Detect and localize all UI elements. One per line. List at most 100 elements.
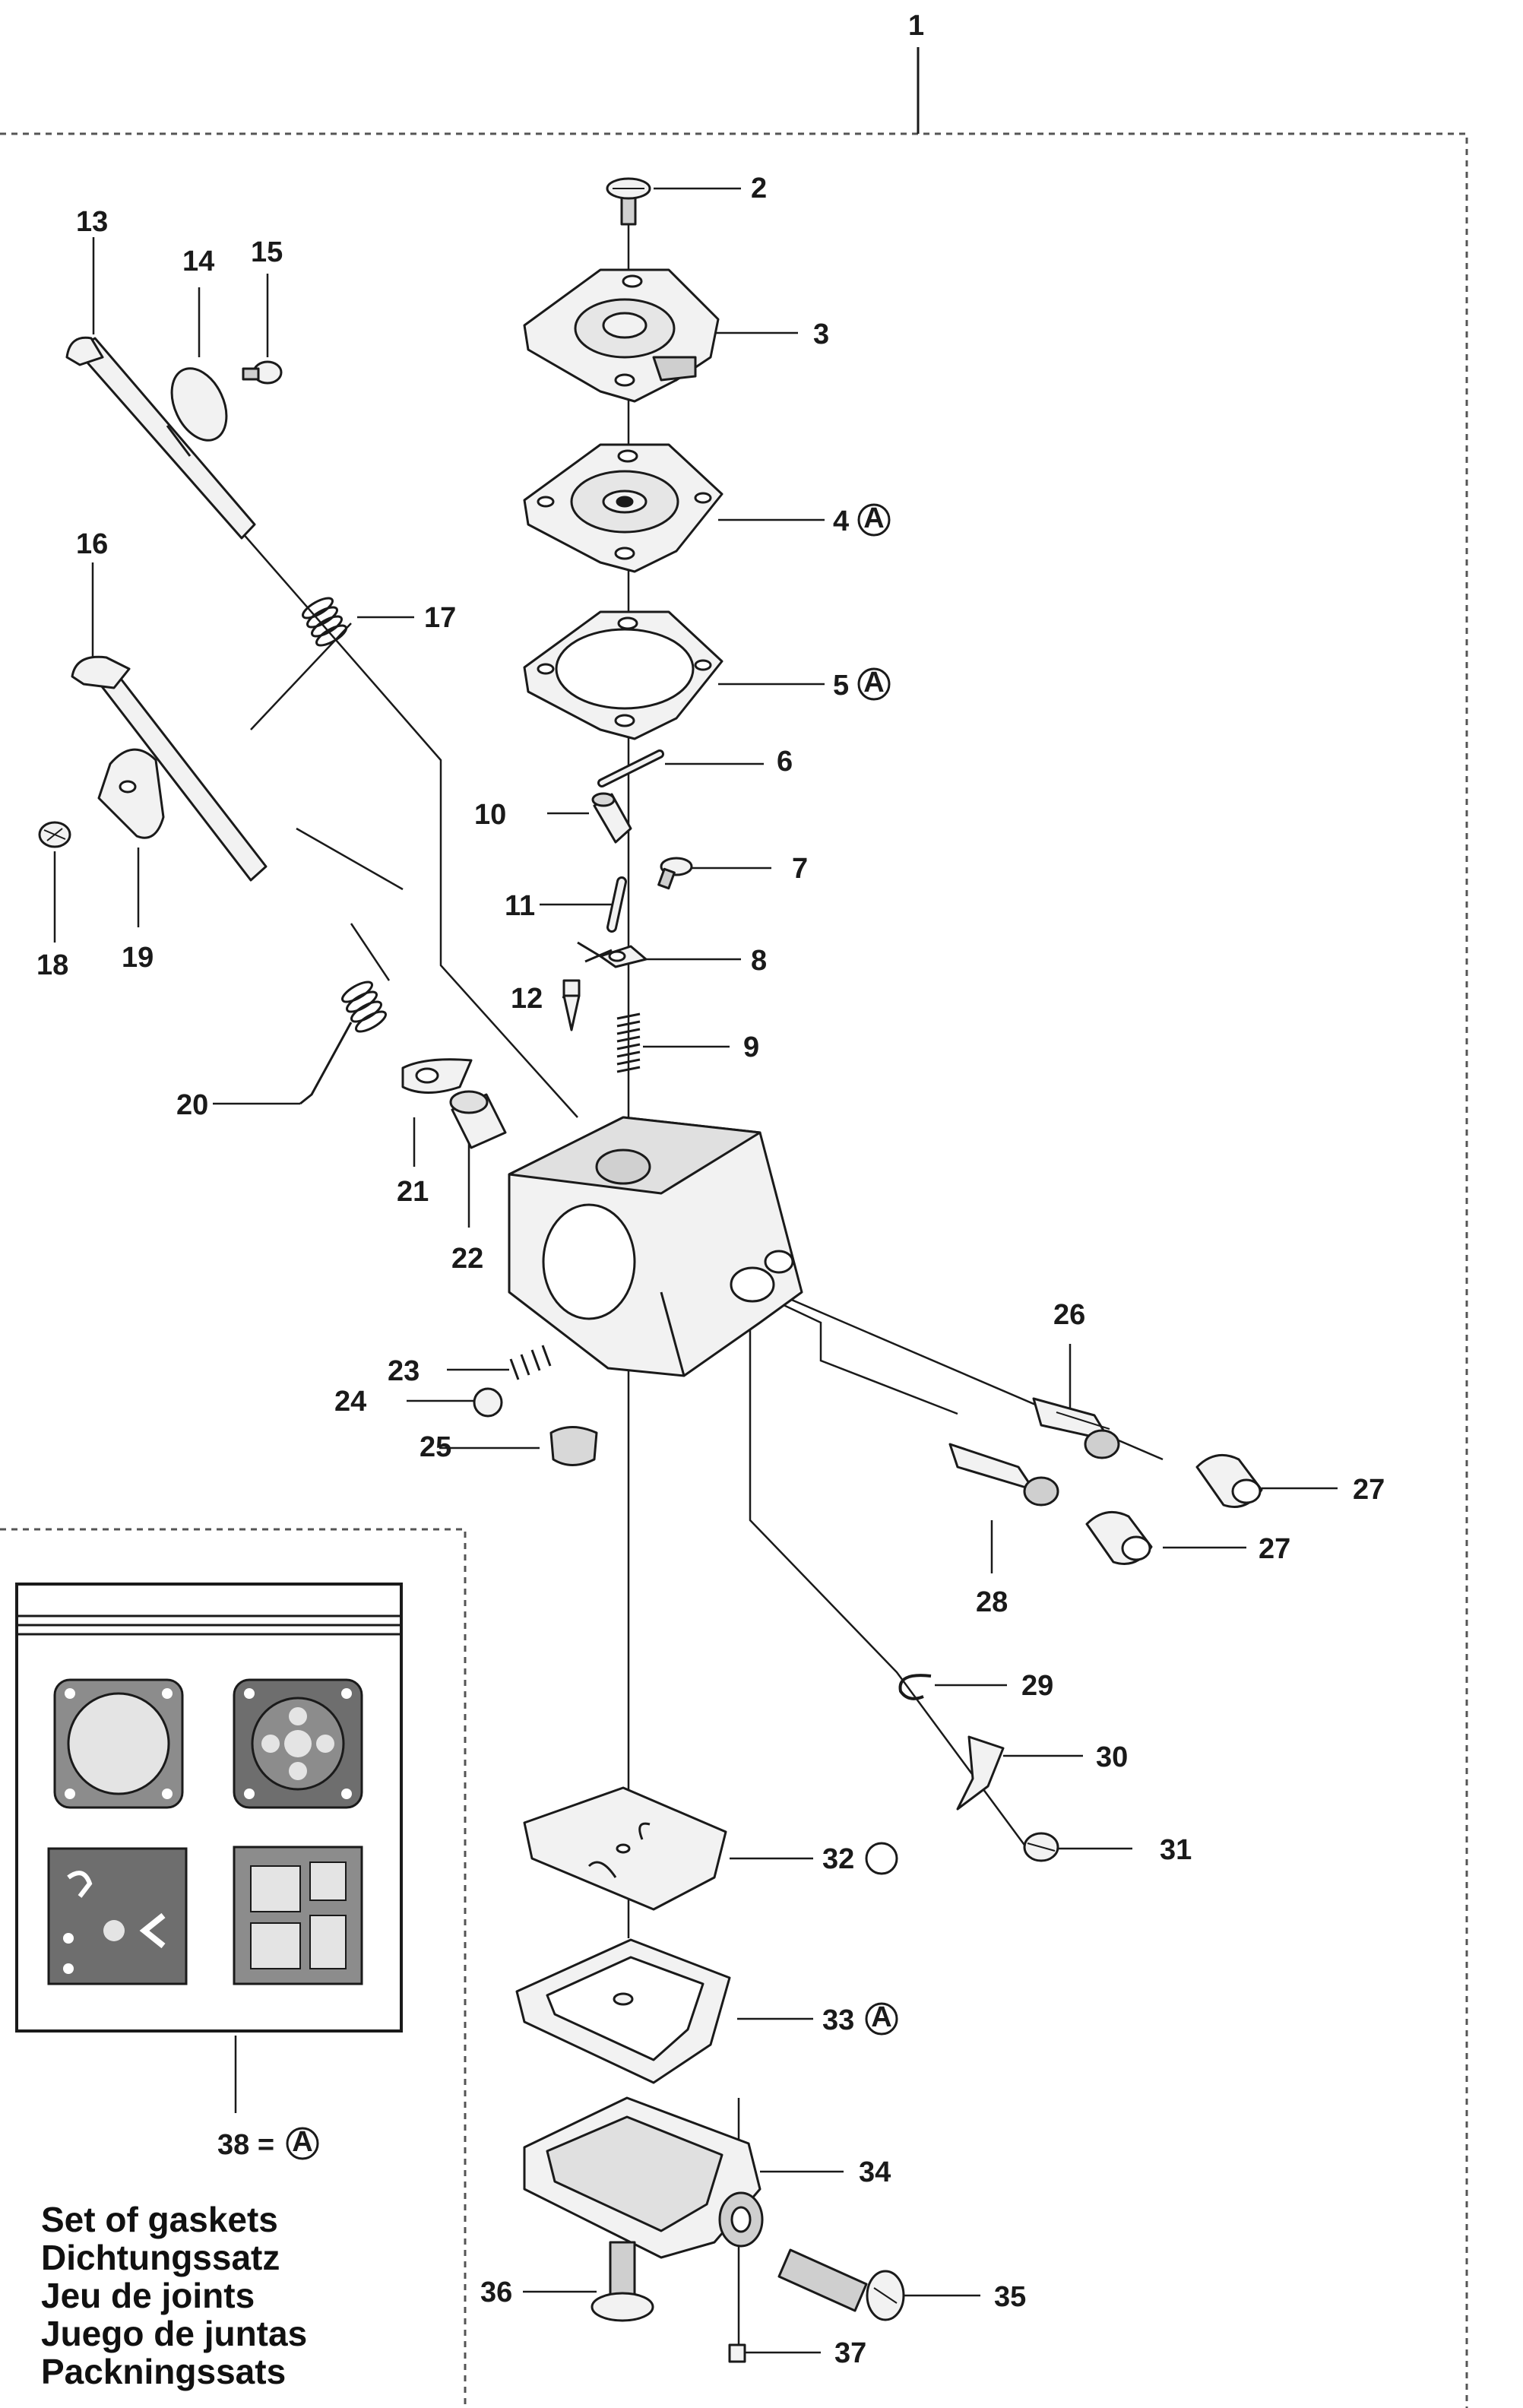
- part-lever-30: [956, 1735, 1005, 1811]
- parts: [38, 177, 1263, 2363]
- part-limiter-cap-27b: [1085, 1510, 1153, 1565]
- callout-38: 38 =: [217, 2129, 274, 2161]
- callout-21: 21: [397, 1176, 429, 1208]
- part-shaft-13: [65, 336, 256, 540]
- part-diaphragm-4: [523, 443, 724, 573]
- kit-metering-diaphragm-3: [47, 1847, 188, 1985]
- callout-27a: 27: [1353, 1474, 1385, 1506]
- part-screw-31: [1023, 1832, 1059, 1862]
- part-spring-23: [509, 1345, 552, 1380]
- assembly-axis-lines: [241, 220, 1164, 2349]
- kit-marker-5: A: [863, 667, 884, 699]
- part-screw-18: [38, 821, 71, 848]
- part-needle-28: [948, 1443, 1059, 1507]
- callout-13: 13: [76, 206, 108, 238]
- legend-line-es: Juego de juntas: [41, 2314, 308, 2353]
- part-shaft-16: [71, 655, 268, 882]
- part-plate-14: [170, 367, 228, 442]
- callout-26: 26: [1053, 1299, 1085, 1331]
- legend-line-en: Set of gaskets: [41, 2200, 278, 2239]
- callout-7: 7: [792, 853, 808, 885]
- kit-marker-labels: A A A A: [292, 502, 891, 2158]
- callout-25: 25: [420, 1431, 451, 1463]
- leader-lines: [53, 187, 1338, 2354]
- part-screw-2: [606, 177, 651, 226]
- callout-9: 9: [743, 1031, 759, 1063]
- part-washer-21: [401, 1058, 473, 1094]
- callout-8: 8: [751, 945, 767, 977]
- callout-37: 37: [834, 2337, 866, 2369]
- callout-28: 28: [976, 1586, 1008, 1618]
- callout-34: 34: [859, 2156, 891, 2188]
- callout-1: 1: [908, 10, 924, 42]
- callout-3: 3: [813, 318, 829, 350]
- kit-gasket-4: [233, 1846, 363, 1985]
- part-screw-35: [777, 2248, 905, 2321]
- part-pin-11: [606, 876, 627, 933]
- callout-4: 4: [833, 505, 849, 537]
- part-needle-12: [562, 979, 581, 1031]
- kit-marker-38: A: [292, 2126, 312, 2158]
- part-cover-3: [523, 268, 720, 403]
- callout-11: 11: [505, 890, 535, 922]
- callout-27b: 27: [1259, 1533, 1290, 1565]
- callout-16: 16: [76, 528, 108, 560]
- callout-5: 5: [833, 670, 849, 702]
- part-screw-36: [591, 2241, 654, 2322]
- part-spring-20: [299, 981, 387, 1105]
- part-pin-6: [597, 749, 664, 787]
- legend-line-sv: Packningssats: [41, 2352, 287, 2391]
- part-diaphragm-32: [523, 1786, 727, 1911]
- callout-20: 20: [176, 1089, 208, 1121]
- part-ball-24: [473, 1387, 503, 1418]
- callout-15: 15: [251, 236, 283, 268]
- part-screw-7: [657, 857, 693, 890]
- legend-line-de: Dichtungssatz: [41, 2238, 280, 2277]
- kit-marker-33: A: [871, 2001, 891, 2033]
- callout-6: 6: [777, 746, 793, 778]
- part-lever-8: [577, 941, 648, 968]
- callout-18: 18: [36, 949, 68, 981]
- callout-24: 24: [334, 1386, 366, 1418]
- callout-17: 17: [424, 602, 456, 634]
- part-plate-19: [97, 748, 165, 839]
- callout-23: 23: [388, 1355, 420, 1387]
- part-bushing-22: [449, 1090, 507, 1149]
- callout-22: 22: [451, 1243, 483, 1275]
- callout-labels: 1 2 3 4 5 6 7 8 9 10 11 12 13 14 15 16 1…: [36, 10, 1385, 2369]
- callout-29: 29: [1021, 1670, 1053, 1702]
- part-gasket-5: [523, 610, 724, 740]
- part-spring-17: [302, 597, 347, 647]
- part-cover-34: [523, 2096, 764, 2259]
- callout-36: 36: [480, 2277, 512, 2308]
- part-10: [591, 792, 632, 844]
- part-pin-37: [728, 2343, 746, 2363]
- gasket-set-legend: Set of gaskets Dichtungssatz Jeu de join…: [41, 2200, 307, 2391]
- callout-10: 10: [474, 799, 506, 831]
- callout-30: 30: [1096, 1741, 1128, 1773]
- part-carburetor-body: [508, 1116, 803, 1377]
- kit-markers: [286, 503, 898, 2160]
- part-needle-26: [1032, 1397, 1120, 1459]
- part-screw-15: [242, 360, 283, 385]
- callout-19: 19: [122, 942, 154, 974]
- legend-line-fr: Jeu de joints: [41, 2276, 255, 2315]
- part-clip-29: [898, 1674, 932, 1700]
- assembly-frame: [0, 132, 1468, 2408]
- kit-diaphragm-2: [233, 1678, 363, 1809]
- gasket-kit-package: [15, 1583, 403, 2033]
- part-spring-9: [616, 1012, 641, 1073]
- callout-31: 31: [1160, 1834, 1192, 1866]
- callout-2: 2: [751, 173, 767, 204]
- callout-14: 14: [182, 246, 214, 277]
- kit-gasket-1: [53, 1678, 184, 1809]
- part-cap-25: [549, 1426, 598, 1466]
- callout-35: 35: [994, 2281, 1026, 2313]
- part-limiter-cap-27a: [1195, 1453, 1263, 1508]
- callout-12: 12: [511, 983, 543, 1015]
- callout-33: 33: [822, 2004, 854, 2036]
- part-gasket-33: [515, 1938, 731, 2084]
- callout-32: 32: [822, 1843, 854, 1875]
- kit-marker-4: A: [863, 502, 884, 534]
